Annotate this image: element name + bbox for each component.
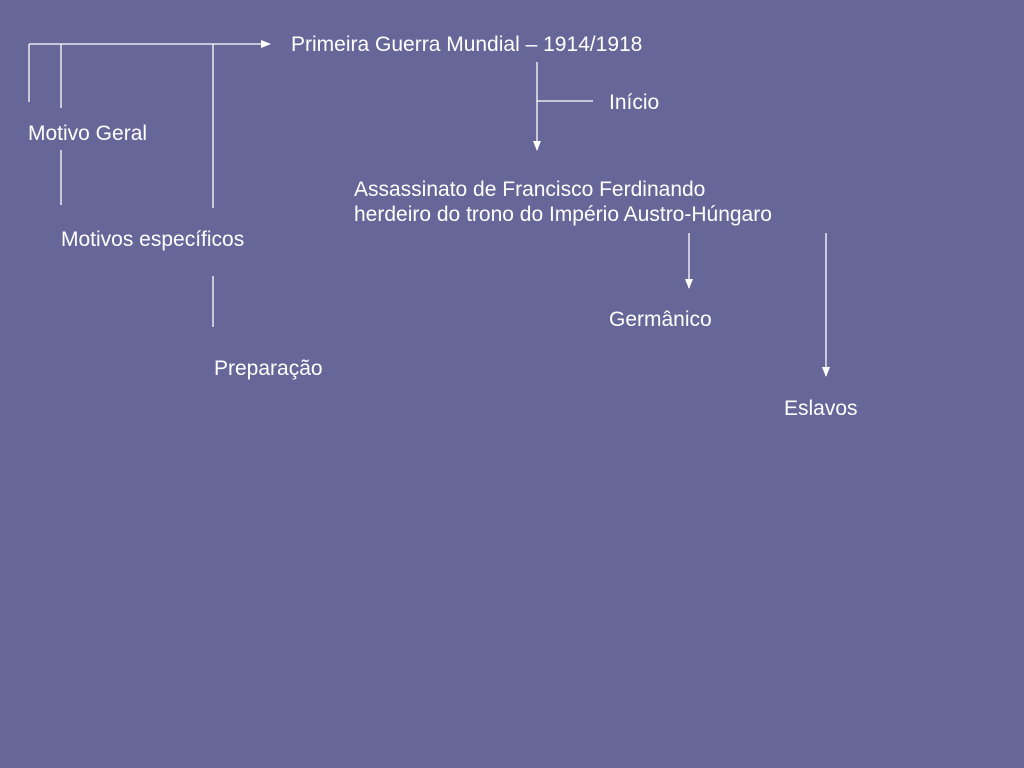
general-motive-label: Motivo Geral	[28, 122, 148, 145]
start-label: Início	[609, 91, 660, 114]
event-text: Assassinato de Francisco Ferdinando herd…	[354, 177, 772, 227]
germanic-label: Germânico	[609, 308, 712, 331]
event-line-1: Assassinato de Francisco Ferdinando	[354, 178, 706, 201]
event-line-2: herdeiro do trono do Império Austro-Húng…	[354, 203, 772, 226]
slavs-label: Eslavos	[784, 397, 858, 420]
specific-motives-label: Motivos específicos	[61, 228, 245, 251]
diagram-title: Primeira Guerra Mundial – 1914/1918	[291, 33, 643, 56]
preparation-label: Preparação	[214, 357, 323, 380]
